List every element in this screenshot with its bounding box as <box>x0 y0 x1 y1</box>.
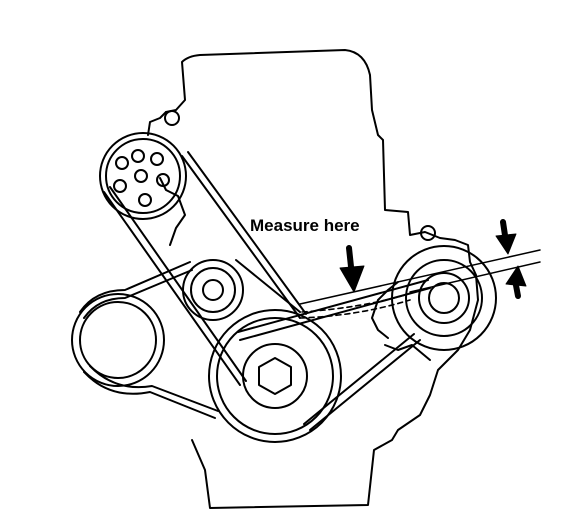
crank-pulley-rim <box>216 317 334 435</box>
tensioner-pulley <box>405 259 483 337</box>
crank-bolt <box>258 357 292 395</box>
alternator-pulley-inner <box>79 301 157 379</box>
measure-arrow <box>339 245 365 293</box>
tensioner-boss <box>420 225 436 241</box>
tensioner-pulley-body <box>391 245 497 351</box>
straight-edge-line <box>299 249 541 305</box>
ps-pulley-holes <box>113 149 170 207</box>
crank-pulley <box>208 309 342 443</box>
ps-pulley <box>99 132 187 220</box>
tensioner-pulley-hub <box>428 282 460 314</box>
idler-pulley-hub <box>202 279 224 301</box>
measure-here-label: Measure here <box>250 216 360 235</box>
serpentine-belt <box>79 259 431 431</box>
deflection-arrow-up <box>505 265 527 299</box>
idler-pulley-rim <box>190 267 236 313</box>
crank-pulley-inner <box>242 343 308 409</box>
deflected-belt-dashed <box>299 294 411 319</box>
ps-belt <box>103 151 307 386</box>
block-detail <box>147 111 167 136</box>
engine-block <box>159 49 479 509</box>
bolt-boss <box>164 110 180 126</box>
alternator-pulley <box>71 293 165 387</box>
tensioner-pulley-rim <box>418 272 470 324</box>
ps-pulley-rim <box>105 138 181 214</box>
deflection-arrow-down <box>495 219 517 255</box>
bracket-detail-2 <box>384 344 431 361</box>
